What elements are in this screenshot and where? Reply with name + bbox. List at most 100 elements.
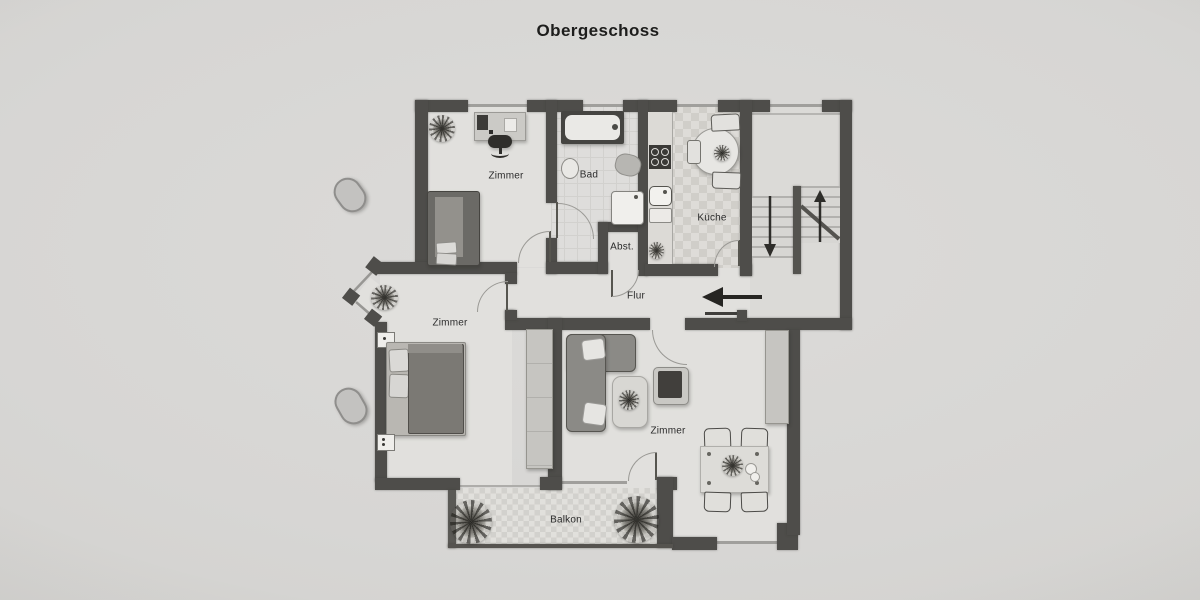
- stairs-divider: [793, 186, 801, 274]
- stove-burner: [651, 158, 659, 166]
- window: [717, 541, 777, 544]
- wall-segment: [505, 310, 517, 320]
- wall-segment: [657, 477, 673, 548]
- kitchen-chair: [710, 113, 741, 132]
- wall-segment: [377, 262, 517, 274]
- office-chair: [488, 135, 512, 148]
- plant: [429, 115, 455, 142]
- kitchen-drainer: [649, 208, 672, 223]
- stairs-down-flight: [752, 196, 793, 258]
- shower: [611, 191, 644, 225]
- sofa-cushion: [581, 401, 608, 427]
- room-label-flur: Flur: [626, 290, 646, 302]
- wall-segment: [645, 264, 718, 276]
- plant: [371, 285, 398, 310]
- door-leaf: [556, 202, 558, 238]
- wall-segment: [685, 318, 852, 330]
- bed-pillow: [388, 348, 410, 373]
- plant: [722, 455, 743, 476]
- bed-blanket-fold: [408, 344, 462, 353]
- desk-monitor: [477, 115, 488, 130]
- desk-papers: [504, 118, 517, 132]
- window: [468, 104, 527, 107]
- wall-segment: [546, 238, 557, 274]
- entry-door-leaf: [705, 312, 743, 315]
- entry-door-hinge: [737, 310, 747, 321]
- dining-chair: [703, 491, 732, 513]
- nightstand-item: [383, 337, 386, 340]
- wardrobe: [526, 329, 553, 469]
- door-leaf: [738, 240, 740, 266]
- wall-segment: [415, 100, 428, 263]
- toilet: [561, 158, 579, 179]
- plant: [619, 390, 639, 410]
- balcony-wall: [448, 544, 673, 548]
- plant: [450, 500, 492, 544]
- dining-chair: [740, 491, 769, 513]
- bathtub-faucet: [612, 124, 618, 130]
- wall-segment: [672, 537, 717, 550]
- kitchen-sink: [649, 186, 672, 206]
- plant: [649, 242, 664, 259]
- wall-segment: [415, 100, 468, 112]
- office-chair-base: [491, 149, 509, 158]
- shower-drain: [634, 195, 638, 199]
- wall-segment: [740, 100, 752, 276]
- wall-segment: [598, 222, 648, 232]
- kitchen-chair: [687, 140, 701, 164]
- stove-burner: [661, 148, 669, 156]
- wall-segment: [375, 478, 460, 490]
- wall-segment: [546, 100, 557, 203]
- kitchen-chair: [711, 171, 742, 190]
- bed-blanket: [408, 344, 464, 434]
- table-detail: [755, 481, 759, 485]
- window: [770, 104, 822, 107]
- stove-burner: [661, 158, 669, 166]
- wall-segment: [638, 100, 648, 276]
- wall-segment: [598, 222, 608, 274]
- window: [583, 104, 623, 107]
- nightstand-item: [382, 438, 385, 441]
- sofa-cushion: [580, 337, 607, 362]
- tv-screen: [658, 371, 682, 398]
- kitchen-sink-faucet: [663, 190, 667, 194]
- bathtub-basin: [565, 115, 620, 140]
- stair-landing-line: [752, 113, 840, 115]
- wall-segment: [623, 100, 677, 112]
- room-label-kueche: Küche: [697, 212, 727, 224]
- balcony-edge-line: [456, 485, 562, 487]
- nightstand-item: [382, 443, 385, 446]
- wardrobe: [765, 330, 789, 424]
- plant: [614, 496, 659, 543]
- plant: [714, 145, 730, 161]
- room-label-zimmer-living: Zimmer: [650, 425, 686, 437]
- desk-item: [489, 130, 493, 134]
- wall-segment: [540, 477, 562, 490]
- room-label-balkon: Balkon: [550, 514, 582, 526]
- photo-artifact: [328, 172, 372, 218]
- door-leaf: [549, 231, 551, 262]
- wall-segment: [546, 262, 608, 274]
- wall-segment: [787, 330, 800, 535]
- window: [677, 104, 718, 107]
- window: [562, 481, 627, 484]
- photo-artifact: [329, 382, 373, 430]
- wall-segment: [840, 100, 852, 330]
- bed-pillow: [388, 373, 410, 399]
- room-floor-abstellraum: [603, 227, 643, 269]
- room-label-abstellraum: Abst.: [610, 241, 634, 253]
- daybed-cushion: [435, 252, 458, 266]
- stove-burner: [651, 148, 659, 156]
- wall-segment: [505, 318, 650, 330]
- plate: [750, 472, 760, 482]
- room-label-zimmer-left: Zimmer: [432, 317, 468, 329]
- stairs-up-flight: [801, 186, 840, 243]
- nightstand: [377, 434, 395, 451]
- table-detail: [707, 452, 711, 456]
- room-label-bad: Bad: [579, 169, 599, 181]
- wall-segment: [505, 273, 517, 284]
- room-label-zimmer-top: Zimmer: [488, 170, 524, 182]
- table-detail: [755, 452, 759, 456]
- table-detail: [707, 481, 711, 485]
